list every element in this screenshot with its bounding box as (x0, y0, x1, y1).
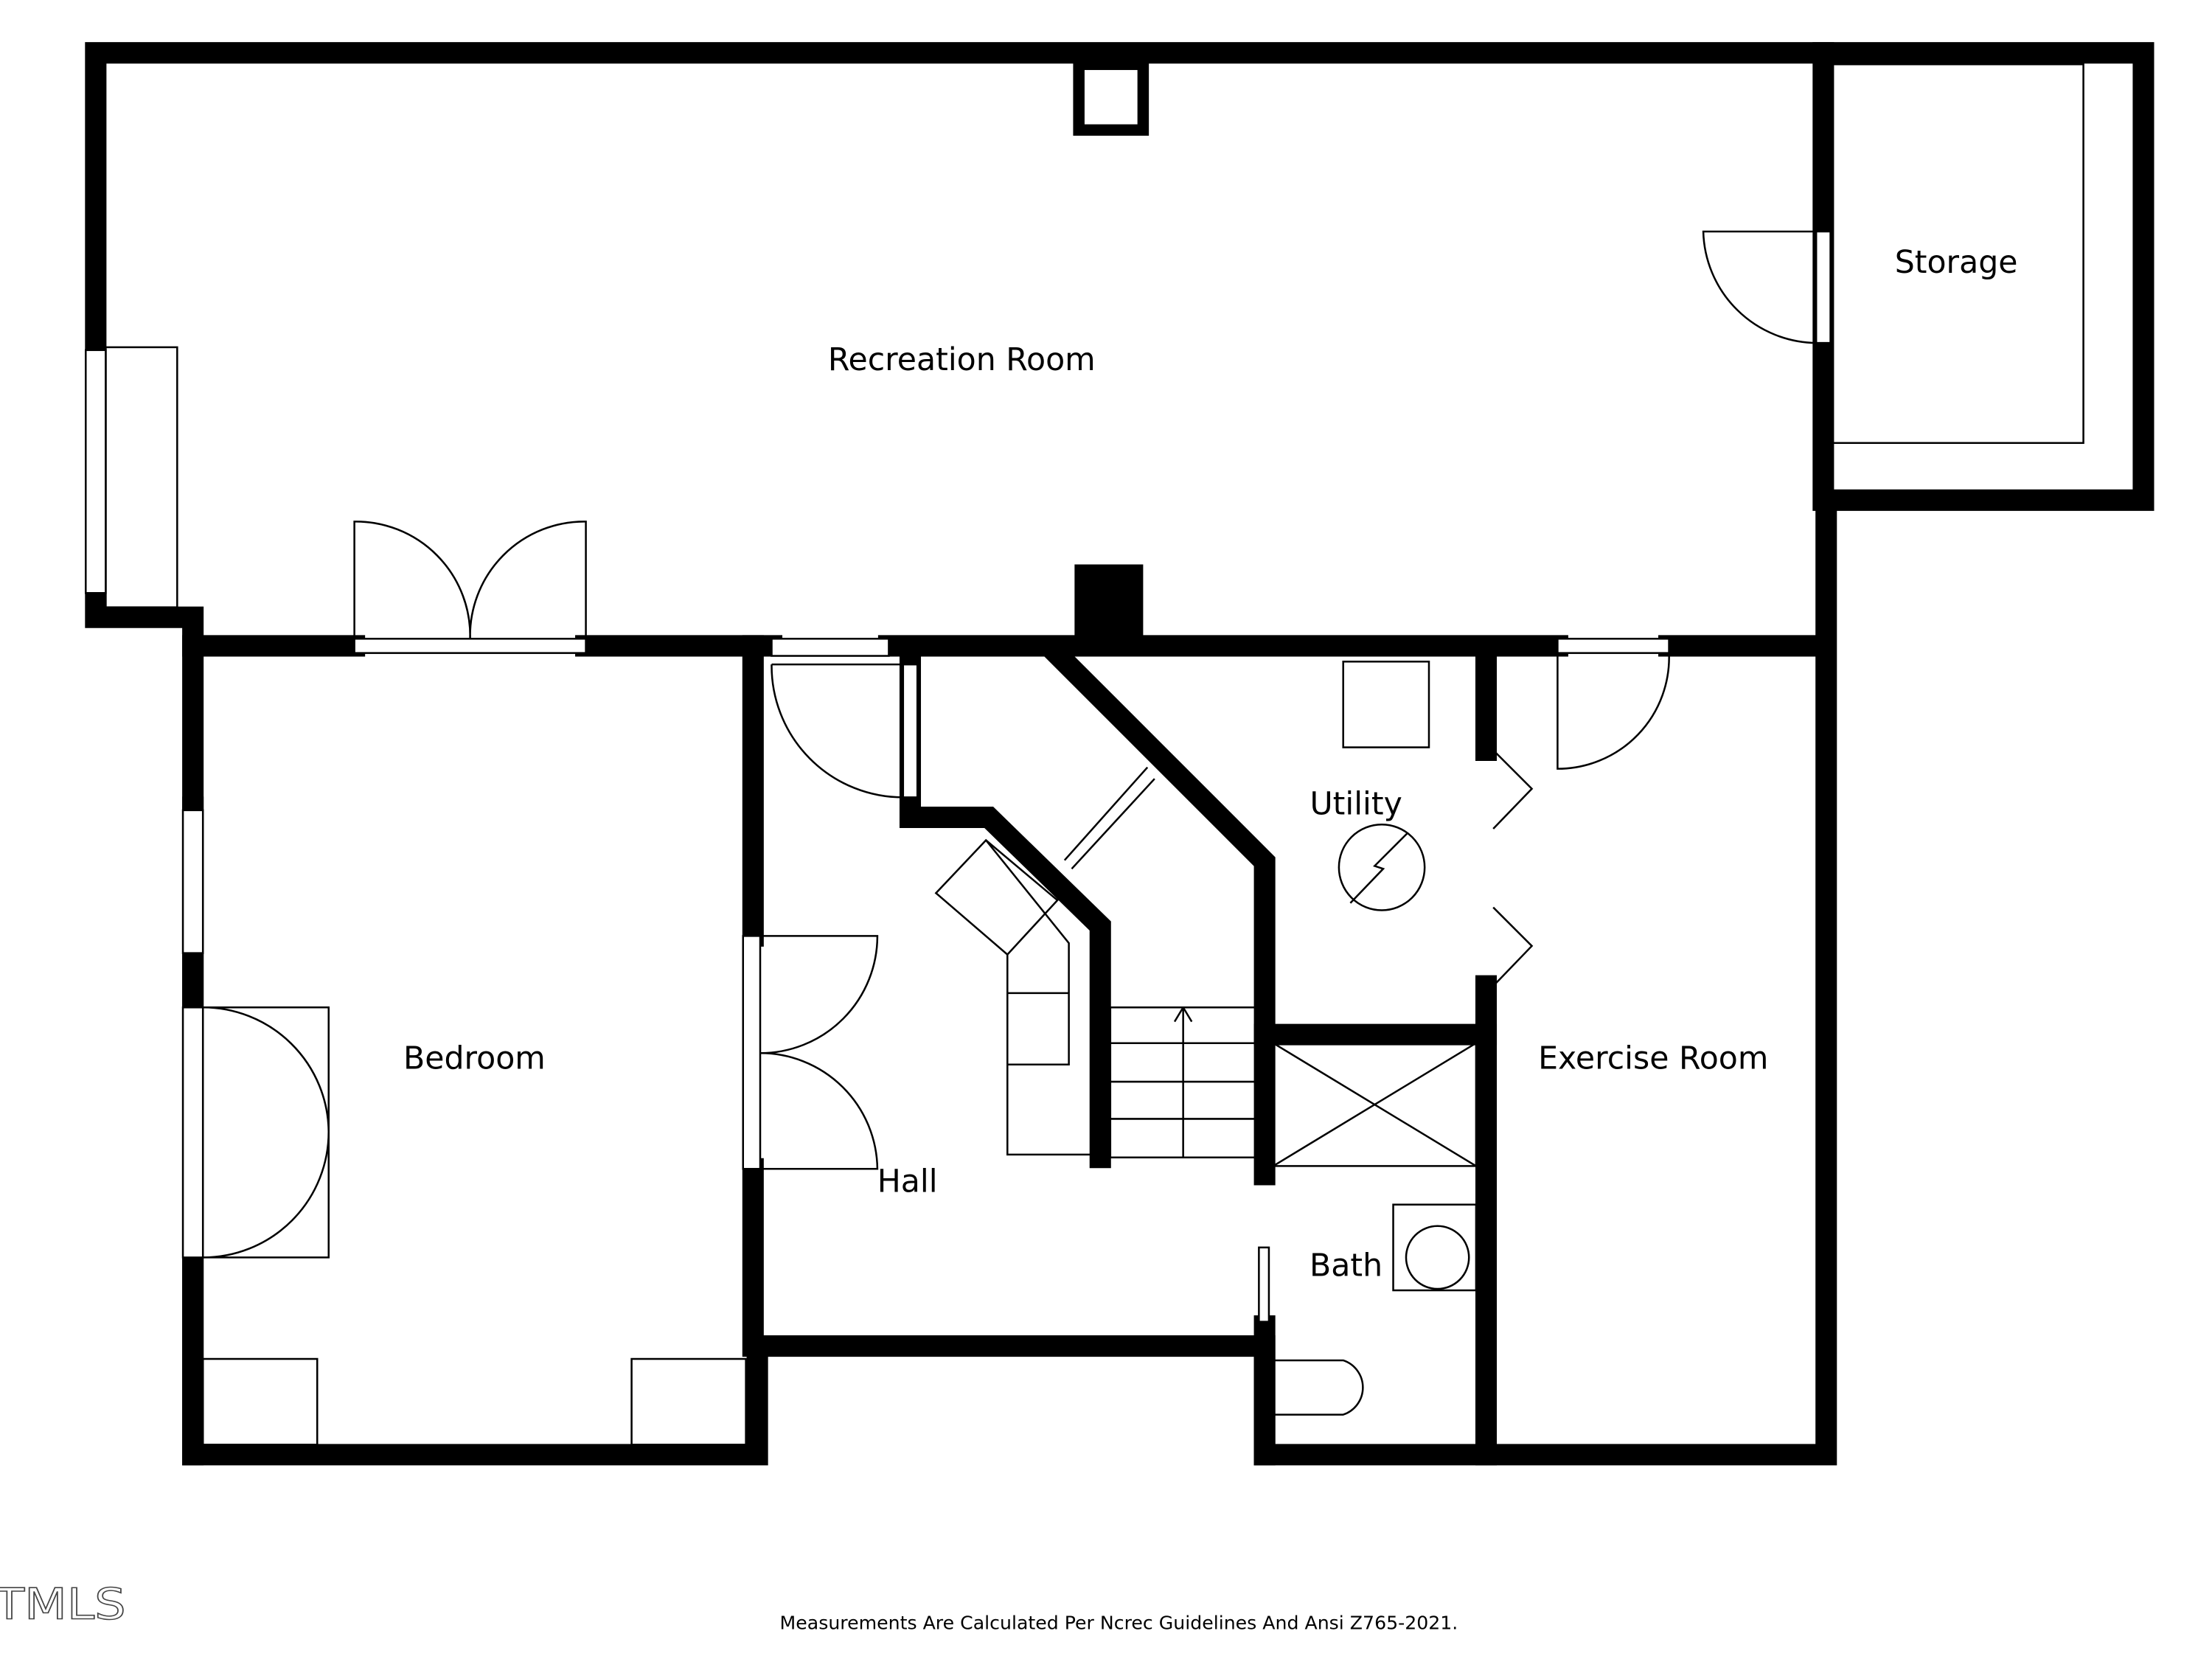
label-utility: Utility (1310, 786, 1402, 823)
walls (85, 42, 2154, 1466)
label-bedroom: Bedroom (403, 1040, 546, 1077)
windows-doors (85, 63, 2084, 1323)
label-bath: Bath (1310, 1248, 1382, 1284)
fixtures (201, 661, 1478, 1446)
label-exercise-room: Exercise Room (1538, 1040, 1768, 1077)
label-hall: Hall (877, 1163, 938, 1200)
mls-logo: TMLS (0, 1579, 126, 1630)
label-storage: Storage (1895, 244, 2018, 281)
label-recreation-room: Recreation Room (828, 341, 1096, 378)
room-labels: Recreation Room Storage Bedroom Hall Uti… (403, 244, 2017, 1284)
footer-note: Measurements Are Calculated Per Ncrec Gu… (780, 1612, 1458, 1633)
